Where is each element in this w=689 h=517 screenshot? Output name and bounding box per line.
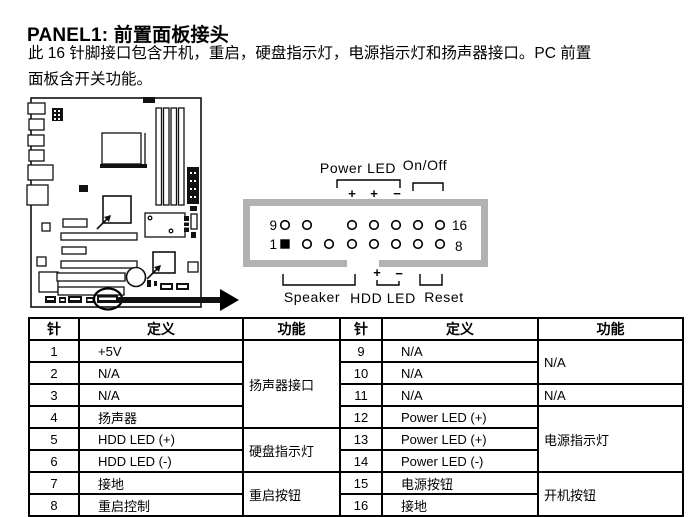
pin-header: 针	[28, 317, 80, 341]
speaker-label: Speaker	[284, 289, 340, 305]
definition-cell: 电源按钮	[381, 471, 539, 495]
pin-cell: 16	[339, 493, 383, 517]
definition-cell: Power LED (+)	[381, 427, 539, 451]
function-cell: 开机按钮	[537, 471, 684, 517]
connector-diagram: Power LED On/Off + + − 9 16 1 8 + −	[243, 157, 488, 306]
hdd-led-label: HDD LED	[350, 290, 416, 306]
pin-cell: 7	[28, 471, 80, 495]
pin-header-block	[52, 108, 63, 121]
table-row: 4 扬声器 12 Power LED (+) 电源指示灯	[28, 405, 684, 473]
pin-cell: 6	[28, 449, 80, 473]
pin-definition-table: 针 定义 功能 针 定义 功能 1 +5V 扬声器接口 9 N/A N/A 2 …	[28, 317, 684, 517]
pin-cell: 2	[28, 361, 80, 385]
plus-sign: +	[373, 265, 381, 280]
definition-cell: N/A	[78, 383, 244, 407]
expansion-slots	[36, 218, 138, 296]
description-line-2: 面板含开关功能。	[28, 71, 153, 88]
pin-cell: 9	[339, 339, 383, 363]
function-header: 功能	[242, 317, 341, 341]
connector-body	[243, 199, 488, 267]
definition-cell: Power LED (+)	[381, 405, 539, 429]
front-panel-header-row	[45, 295, 118, 303]
on-off-bracket	[412, 182, 444, 191]
reset-bracket	[419, 274, 443, 286]
south-bridge	[144, 212, 189, 238]
cmos-battery	[125, 266, 147, 288]
pin-cell: 11	[339, 383, 383, 407]
pin16-number: 16	[452, 218, 467, 233]
hdd-led-bracket	[376, 280, 400, 286]
definition-cell: N/A	[381, 361, 539, 385]
minus-sign: −	[393, 186, 401, 201]
function-cell: 硬盘指示灯	[242, 427, 341, 473]
pin-cell: 12	[339, 405, 383, 429]
page-title: PANEL1: 前置面板接头	[27, 24, 229, 46]
definition-cell: 接地	[381, 493, 539, 517]
function-cell: 电源指示灯	[537, 405, 684, 473]
plus-sign: +	[348, 186, 356, 201]
sata-connectors	[147, 280, 189, 290]
definition-cell: 重启控制	[78, 493, 244, 517]
pin-cell: 13	[339, 427, 383, 451]
definition-cell: HDD LED (+)	[78, 427, 244, 451]
function-header: 功能	[537, 317, 684, 341]
definition-cell: +5V	[78, 339, 244, 363]
power-led-label: Power LED	[320, 160, 396, 176]
table-row: 1 +5V 扬声器接口 9 N/A N/A	[28, 339, 684, 429]
definition-cell: N/A	[381, 339, 539, 363]
definition-header: 定义	[78, 317, 244, 341]
function-cell: 重启按钮	[242, 471, 341, 517]
pin-cell: 4	[28, 405, 80, 429]
table-row: 6 HDD LED (-) 14 Power LED (-)	[28, 449, 683, 473]
minus-sign: −	[395, 266, 403, 281]
pin8-number: 8	[455, 239, 463, 254]
pin1-number: 1	[269, 237, 277, 252]
cpu-socket	[100, 132, 147, 168]
power-led-bracket	[336, 179, 401, 188]
table-row: 2 N/A 10 N/A	[28, 361, 683, 385]
fan-header	[143, 97, 155, 103]
table-row: 3 N/A 11 N/A N/A	[28, 383, 684, 407]
table-row: 7 接地 重启按钮 15 电源按钮 开机按钮	[28, 471, 684, 517]
pin-cell: 14	[339, 449, 383, 473]
table-header-row: 针 定义 功能 针 定义 功能	[28, 317, 684, 341]
pin-row-bottom	[280, 238, 446, 250]
pin-cell: 3	[28, 383, 80, 407]
pin-row-top	[279, 219, 446, 231]
pin1-square	[280, 239, 290, 249]
pin-cell: 1	[28, 339, 80, 363]
ram-slots	[155, 107, 185, 206]
definition-cell: HDD LED (-)	[78, 449, 244, 473]
north-bridge	[96, 195, 132, 230]
on-off-label: On/Off	[403, 157, 448, 173]
definition-cell: Power LED (-)	[381, 449, 539, 473]
pin-cell: 5	[28, 427, 80, 451]
description: 此 16 针脚接口包含开机，重启，硬盘指示灯，电源指示灯和扬声器接口。PC 前置…	[28, 41, 684, 93]
chipset-2	[146, 251, 176, 280]
pin-header: 针	[339, 317, 383, 341]
function-cell: N/A	[537, 339, 684, 385]
mosfet-block	[187, 261, 199, 273]
ide-connector	[187, 167, 199, 238]
io-ports	[26, 102, 54, 206]
definition-cell: 接地	[78, 471, 244, 495]
pointer-arrow-icon	[118, 289, 239, 311]
table-row: 5 HDD LED (+) 硬盘指示灯 13 Power LED (+)	[28, 427, 683, 473]
definition-cell: N/A	[381, 383, 539, 407]
function-cell: 扬声器接口	[242, 339, 341, 429]
description-line-1: 此 16 针脚接口包含开机，重启，硬盘指示灯，电源指示灯和扬声器接口。PC 前置	[28, 45, 592, 62]
pin-cell: 15	[339, 471, 383, 495]
pin-cell: 10	[339, 361, 383, 385]
function-cell: N/A	[537, 383, 684, 407]
pin-cell: 8	[28, 493, 80, 517]
pin9-number: 9	[269, 218, 277, 233]
speaker-bracket	[282, 274, 356, 286]
reset-label: Reset	[424, 289, 464, 305]
definition-cell: 扬声器	[78, 405, 244, 429]
definition-header: 定义	[381, 317, 539, 341]
definition-cell: N/A	[78, 361, 244, 385]
motherboard-diagram	[26, 97, 239, 311]
jumper-block	[79, 185, 88, 192]
plus-sign: +	[370, 186, 378, 201]
